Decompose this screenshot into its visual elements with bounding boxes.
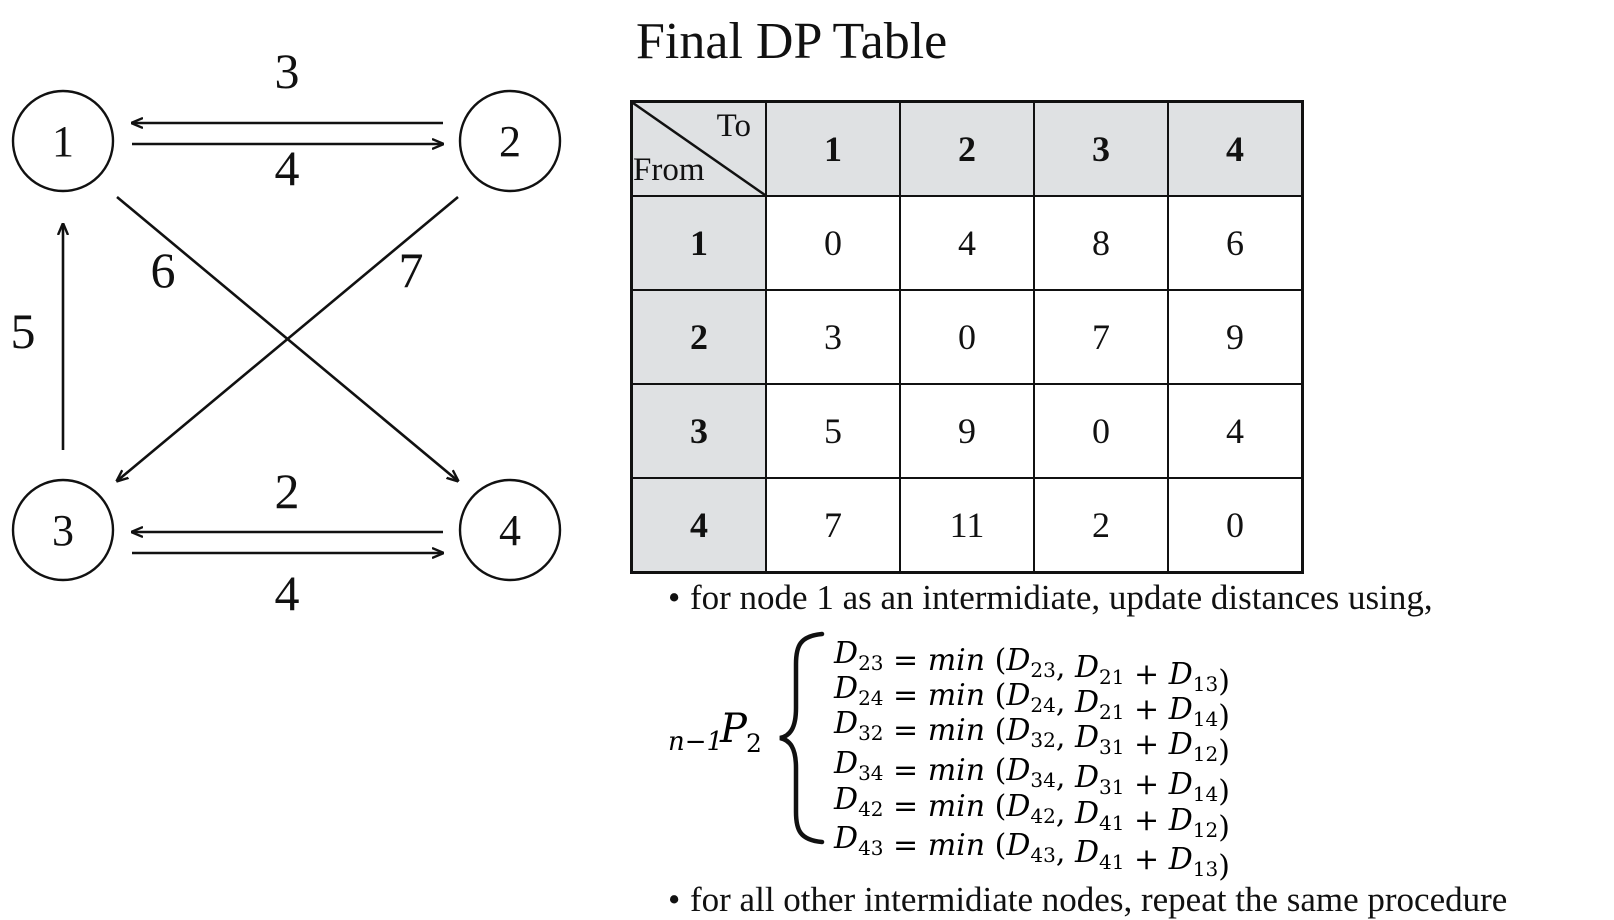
edge-weight-label: 2 <box>275 463 300 519</box>
col-header: 4 <box>1167 100 1304 197</box>
bullet-dot: • <box>668 880 681 919</box>
table-cell: 9 <box>899 383 1035 479</box>
node-circle <box>11 89 115 193</box>
corner-diagonal <box>633 103 765 195</box>
note-bullet-2: •for all other intermidiate nodes, repea… <box>668 880 1507 920</box>
perm-main: P <box>719 706 748 752</box>
table-cell: 7 <box>765 477 901 574</box>
curly-brace <box>779 631 825 845</box>
table-cell: 5 <box>765 383 901 479</box>
row-header: 2 <box>630 289 767 385</box>
corner-to-label: To <box>716 108 751 144</box>
node-label: 2 <box>499 117 521 166</box>
edge-arrow <box>117 196 459 481</box>
table-row: 4 7 11 2 0 <box>630 477 1304 574</box>
node-circle <box>458 478 562 582</box>
equation: D42 = min (D42, D41 + D12) <box>833 782 1230 845</box>
graph-node: 2 <box>458 89 562 193</box>
edge-weight-label: 6 <box>151 242 176 298</box>
edge-weight-label: 4 <box>275 565 300 621</box>
node-label: 3 <box>52 506 74 555</box>
perm-pre: n−1 <box>668 727 723 757</box>
graph-node: 4 <box>458 478 562 582</box>
table-cell: 11 <box>899 477 1035 574</box>
table-cell: 0 <box>899 289 1035 385</box>
table-cell: 7 <box>1033 289 1169 385</box>
node-label: 1 <box>52 117 74 166</box>
perm-sub: 2 <box>746 729 762 758</box>
note-bullet-1: •for node 1 as an intermidiate, update d… <box>668 578 1433 618</box>
edge-weight-label: 7 <box>399 242 424 298</box>
table-title: Final DP Table <box>636 13 948 70</box>
table-row: 1 0 4 8 6 <box>630 195 1304 291</box>
corner-from-label: From <box>633 152 705 188</box>
equation: D43 = min (D43, D41 + D13) <box>833 821 1230 884</box>
graph-node: 1 <box>11 89 115 193</box>
table-cell: 3 <box>765 289 901 385</box>
note-text-2: for all other intermidiate nodes, repeat… <box>690 880 1508 919</box>
table-cell: 0 <box>1033 383 1169 479</box>
row-header: 1 <box>630 195 767 291</box>
bullet-dot: • <box>668 578 681 617</box>
table-cell: 4 <box>1167 383 1304 479</box>
note-text-1: for node 1 as an intermidiate, update di… <box>690 578 1433 617</box>
table-cell: 2 <box>1033 477 1169 574</box>
table-cell: 0 <box>1167 477 1304 574</box>
row-header: 3 <box>630 383 767 479</box>
col-header: 1 <box>765 100 901 197</box>
corner-cell: To From <box>630 100 767 197</box>
table-header-row: To From 1 2 3 4 <box>630 100 1304 197</box>
edge-weight-label: 5 <box>11 303 36 359</box>
row-header: 4 <box>630 477 767 574</box>
equation: D32 = min (D32, D31 + D12) <box>833 706 1230 769</box>
table-row: 3 5 9 0 4 <box>630 383 1304 479</box>
edge-weight-label: 4 <box>275 140 300 196</box>
node-circle <box>458 89 562 193</box>
table-cell: 6 <box>1167 195 1304 291</box>
dp-table: To From 1 2 3 4 1 0 4 8 6 2 3 0 7 9 3 5 … <box>630 100 1304 574</box>
col-header: 3 <box>1033 100 1169 197</box>
table-cell: 9 <box>1167 289 1304 385</box>
table-cell: 0 <box>765 195 901 291</box>
node-label: 4 <box>499 506 521 555</box>
equation: D23 = min (D23, D21 + D13) <box>833 636 1230 699</box>
col-header: 2 <box>899 100 1035 197</box>
graph-node: 3 <box>11 478 115 582</box>
table-cell: 8 <box>1033 195 1169 291</box>
node-circle <box>11 478 115 582</box>
table-cell: 4 <box>899 195 1035 291</box>
table-row: 2 3 0 7 9 <box>630 289 1304 385</box>
equation: D34 = min (D34, D31 + D14) <box>833 746 1230 809</box>
edge-weight-label: 3 <box>275 43 300 99</box>
equation: D24 = min (D24, D21 + D14) <box>833 671 1230 734</box>
graph-diagram: 3 4 5 6 7 2 4 1 2 3 4 <box>11 43 562 621</box>
